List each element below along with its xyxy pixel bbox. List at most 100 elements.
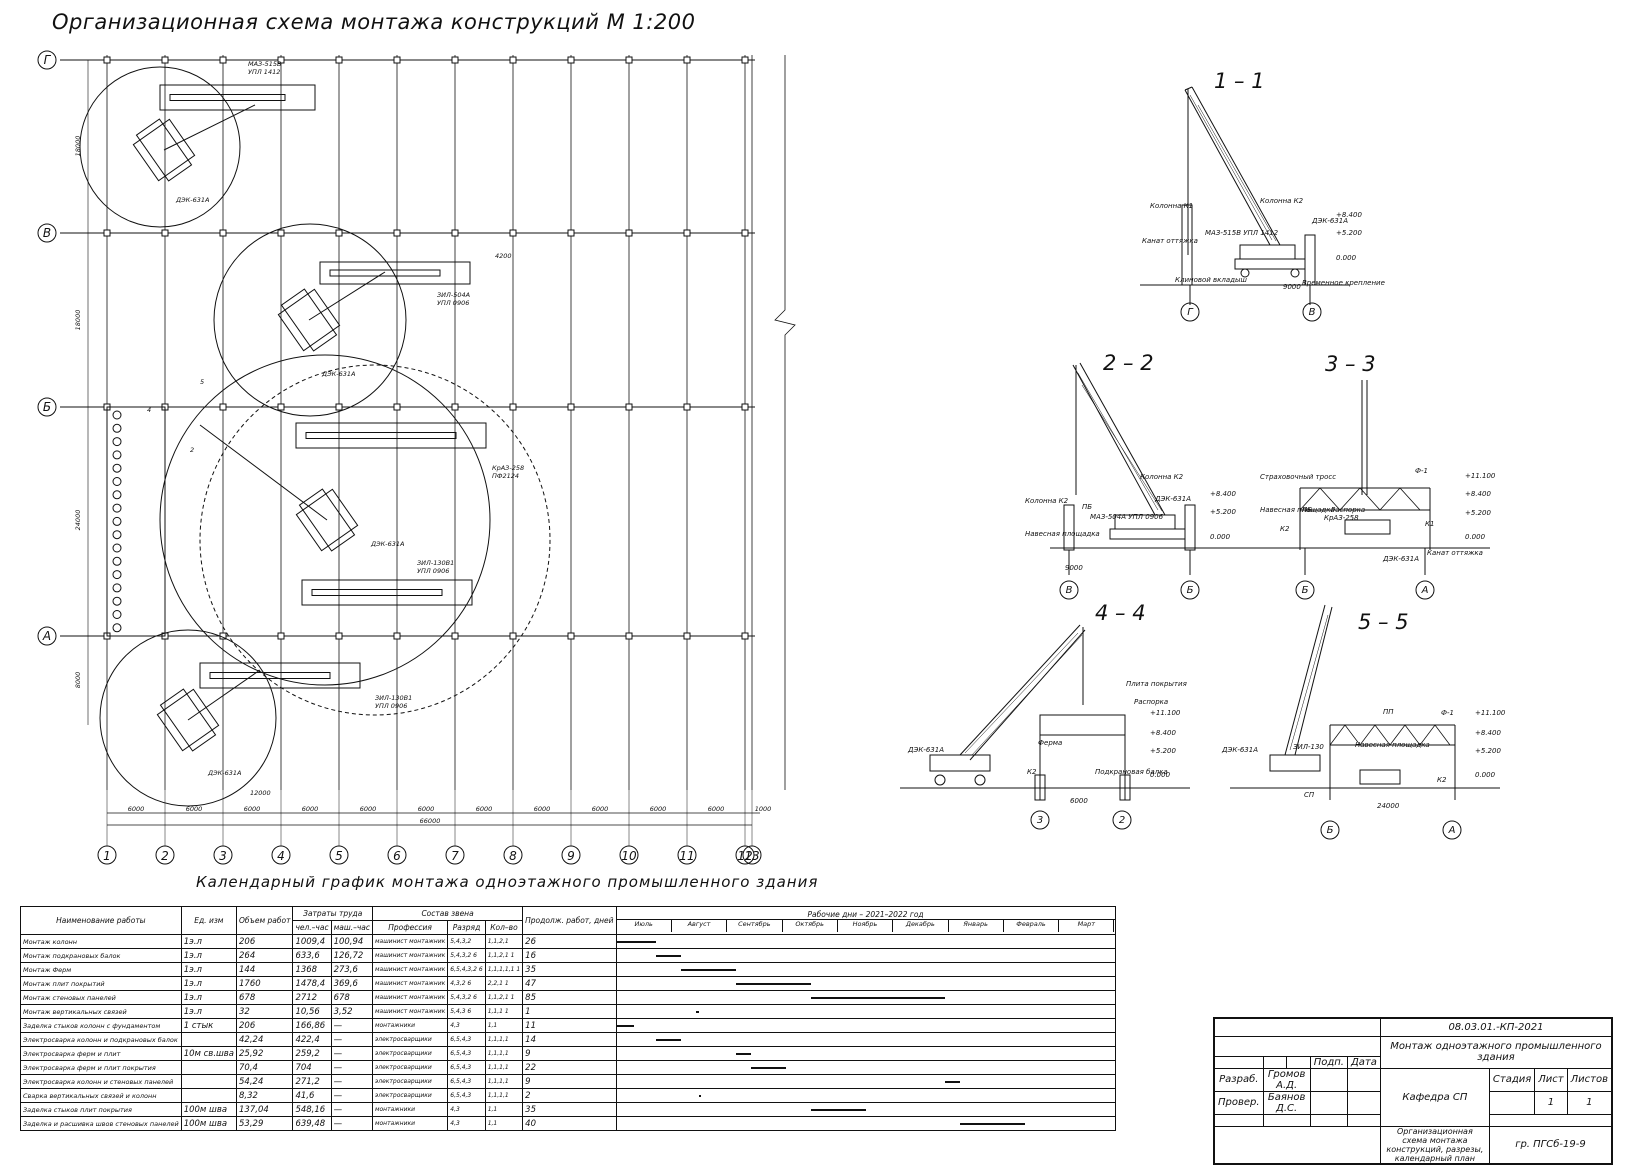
misc-dimension: 2 (190, 446, 194, 454)
cell-prof: машинист монтажник (371, 976, 449, 991)
col-grade: Разряд (447, 920, 486, 935)
cell-calendar (615, 1102, 1116, 1117)
cell-name: Монтаж вертикальных связей (20, 1004, 182, 1019)
cell-volume: 32 (236, 1004, 294, 1019)
cell-calendar (615, 1046, 1116, 1061)
crane-label: ДЭК-631А (175, 196, 209, 204)
cell-prof: машинист монтажник (371, 948, 449, 963)
cell-man: 41,6 (292, 1088, 332, 1103)
truck-symbol (199, 662, 361, 689)
cell-unit: 1 стык (180, 1018, 238, 1033)
cell-mach: — (330, 1088, 373, 1103)
section-1-1 (1140, 86, 1350, 305)
crane-reach-circle-dashed (199, 364, 551, 716)
month-label: Январь (949, 919, 1004, 932)
stamp-sheet-title: Организационная схема монтажа конструкци… (1379, 1125, 1490, 1164)
cell-prof: машинист монтажник (371, 962, 449, 977)
crane-label: ДЭК-631А (370, 540, 404, 548)
cell-days: 26 (522, 934, 617, 949)
cell-name: Монтаж плит покрытий (20, 976, 182, 991)
crane-boom (308, 271, 386, 321)
column-marker (393, 56, 401, 64)
cell-prof: электросварщики (371, 1088, 449, 1103)
section-label: Ф-1 (1441, 709, 1454, 717)
cell-grade: 5,4,3,2 (447, 934, 486, 949)
column-marker (277, 56, 285, 64)
cell-man: 271,2 (292, 1074, 332, 1089)
vehicle-label: УПЛ 0906 (417, 567, 449, 575)
axis-letter-label: В (43, 226, 51, 240)
cell-prof: монтажники (371, 1018, 449, 1033)
truck-symbol (319, 261, 471, 285)
section-label: 9000 (1065, 564, 1083, 572)
section-label: +8.400 (1210, 490, 1236, 498)
axis-marker-letter (37, 223, 57, 243)
crane-reach-circle (79, 66, 241, 228)
cell-name: Заделка стыков колонн с фундаментом (20, 1018, 182, 1033)
col-unit: Ед. изм (180, 906, 238, 935)
section-label: Клиновой вкладыш (1175, 276, 1248, 284)
span-dimension: 6000 (708, 805, 725, 813)
cell-qty: 1,1,1,1 (484, 1046, 524, 1061)
column-marker (103, 229, 111, 237)
section-2-2-title: 2 – 2 (1103, 351, 1154, 375)
col-crew: Состав звена (371, 906, 524, 921)
section-label: К2 (1027, 768, 1037, 776)
section-label: Плита покрытия (1126, 680, 1187, 688)
cell-grade: 4,3,2 6 (447, 976, 486, 991)
cell-unit: 1э.л (180, 976, 238, 991)
cell-unit: 1э.л (180, 948, 238, 963)
vehicle-label: ЗИЛ-130В1 (417, 559, 454, 567)
cell-qty: 1,1,1,1 (484, 1088, 524, 1103)
cell-name: Монтаж подкрановых балок (20, 948, 182, 963)
section-axis-label: Г (1187, 307, 1194, 318)
cell-unit (180, 1088, 238, 1103)
column-marker (219, 403, 227, 411)
column-marker (741, 403, 749, 411)
cell-grade: 4,3 (447, 1018, 486, 1033)
cell-grade: 4,3 (447, 1116, 486, 1131)
axis-number-label: 7 (451, 849, 459, 863)
cell-qty: 1,1,1 1 (484, 1004, 524, 1019)
section-label: Колонна К2 (1140, 473, 1184, 481)
cell-name: Электросварка колонн и стеновых панелей (20, 1074, 182, 1089)
section-label: +8.400 (1336, 211, 1362, 219)
month-label: Декабрь (893, 919, 949, 932)
section-label: 24000 (1377, 802, 1400, 810)
panel-marker (112, 423, 122, 433)
panel-marker (112, 556, 122, 566)
gantt-bar (736, 1053, 751, 1055)
column-marker (335, 403, 343, 411)
cell-man: 259,2 (292, 1046, 332, 1061)
panel-marker (112, 516, 122, 526)
stamp-group: гр. ПГСб-19-9 (1488, 1125, 1613, 1164)
section-5-5-title: 5 – 5 (1358, 610, 1409, 634)
crane-boom (163, 104, 256, 151)
gantt-bar (810, 997, 946, 999)
vehicle-label: КрАЗ-258 (492, 464, 524, 472)
column-marker (741, 632, 749, 640)
axis-letter-label: Г (44, 53, 52, 67)
section-label: ПП (1383, 708, 1394, 716)
cell-volume: 206 (236, 1018, 294, 1033)
panel-marker (112, 530, 122, 540)
column-marker (625, 403, 633, 411)
column-marker (335, 56, 343, 64)
cell-mach: 100,94 (330, 934, 373, 949)
cell-unit: 100м шва (180, 1116, 238, 1131)
column-marker (509, 56, 517, 64)
column-marker (683, 229, 691, 237)
cell-prof: электросварщики (371, 1046, 449, 1061)
gantt-bar (810, 1109, 866, 1111)
truck-symbol (301, 579, 473, 606)
axis-number-label: 3 (219, 849, 227, 863)
section-label: Колонна К1 (1150, 202, 1193, 210)
gantt-bar (656, 955, 682, 957)
cell-days: 9 (522, 1074, 617, 1089)
section-label: ДЭК-631А (907, 746, 944, 754)
section-axis-label: 2 (1119, 815, 1125, 826)
cell-days: 22 (522, 1060, 617, 1075)
